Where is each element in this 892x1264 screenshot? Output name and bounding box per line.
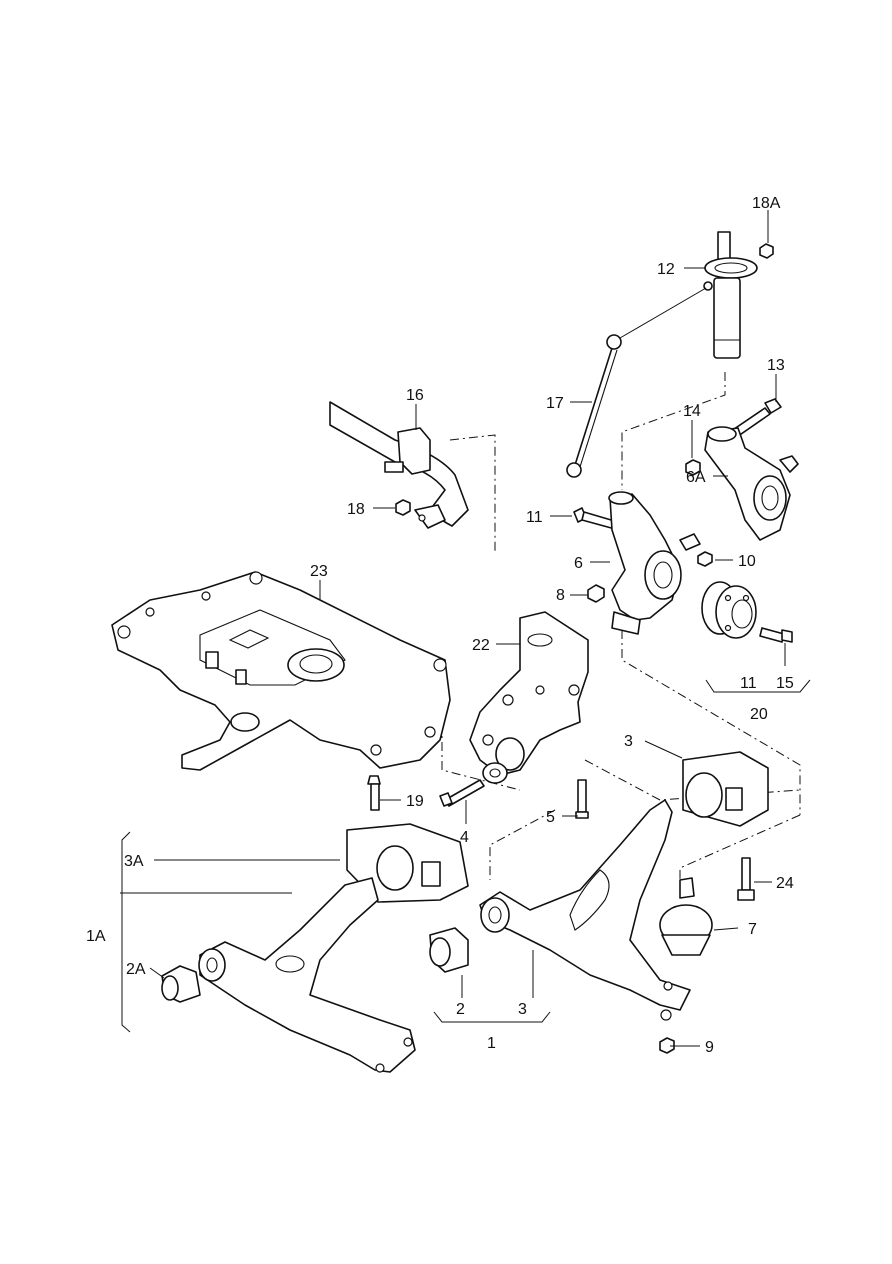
callout-1: 1 xyxy=(487,1035,496,1052)
nut-18a xyxy=(759,243,774,259)
callout-4: 4 xyxy=(460,829,469,846)
callout-7: 7 xyxy=(748,921,757,938)
callout-3a: 3A xyxy=(124,853,144,870)
callout-9: 9 xyxy=(705,1039,714,1056)
callout-12: 12 xyxy=(657,261,675,278)
callout-3-upper: 3 xyxy=(624,733,633,750)
nut-8 xyxy=(587,584,605,603)
callout-5: 5 xyxy=(546,809,555,826)
bolt-15 xyxy=(759,627,793,643)
callout-24: 24 xyxy=(776,875,794,892)
wheel-hub xyxy=(701,581,757,639)
callout-3-lower: 3 xyxy=(518,1001,527,1018)
callout-1a: 1A xyxy=(86,928,106,945)
bush-2 xyxy=(429,927,469,973)
callout-6: 6 xyxy=(574,555,583,572)
callout-16: 16 xyxy=(406,387,424,404)
callout-15: 15 xyxy=(776,675,794,692)
wishbone-left xyxy=(198,877,416,1073)
ball-joint xyxy=(659,877,713,956)
leader-lines xyxy=(120,210,811,1047)
bracket-22 xyxy=(469,611,589,776)
bush-2a xyxy=(161,965,201,1003)
coupling-rod xyxy=(566,287,707,478)
callout-8: 8 xyxy=(556,587,565,604)
callout-17: 17 xyxy=(546,395,564,412)
callout-14: 14 xyxy=(683,403,701,420)
nut-9 xyxy=(659,1037,675,1054)
callout-6a: 6A xyxy=(686,469,706,486)
callout-13: 13 xyxy=(767,357,785,374)
callout-23: 23 xyxy=(310,563,328,580)
nut-10 xyxy=(697,551,713,567)
nut-18 xyxy=(395,499,411,516)
wishbone-right xyxy=(479,799,691,1021)
callout-11-lower: 11 xyxy=(740,675,757,692)
callout-2: 2 xyxy=(456,1001,465,1018)
wheel-bearing-housing-6a xyxy=(704,426,799,541)
bush-4 xyxy=(482,762,508,784)
bolt-19 xyxy=(367,775,381,811)
bolt-24 xyxy=(737,857,755,901)
rubber-bearing-3 xyxy=(682,751,769,827)
callout-19: 19 xyxy=(406,793,424,810)
stabilizer-bar xyxy=(329,401,469,529)
bolt-5 xyxy=(575,779,589,819)
nut-14 xyxy=(685,459,701,476)
callout-18a: 18A xyxy=(752,195,781,212)
callout-10: 10 xyxy=(738,553,756,570)
subframe xyxy=(111,571,451,771)
callout-2a: 2A xyxy=(126,961,146,978)
callout-20: 20 xyxy=(750,706,768,723)
wheel-bearing-housing-6 xyxy=(608,491,701,635)
callout-labels: 18A 12 17 13 14 6A 16 18 11 6 10 8 23 22… xyxy=(86,195,794,1056)
callout-18: 18 xyxy=(347,501,365,518)
callout-11-upper: 11 xyxy=(526,509,543,526)
rubber-bearing-3a xyxy=(346,823,469,903)
callout-22: 22 xyxy=(472,637,490,654)
shock-absorber-strut xyxy=(703,231,758,359)
bolt-4-long xyxy=(439,779,485,807)
